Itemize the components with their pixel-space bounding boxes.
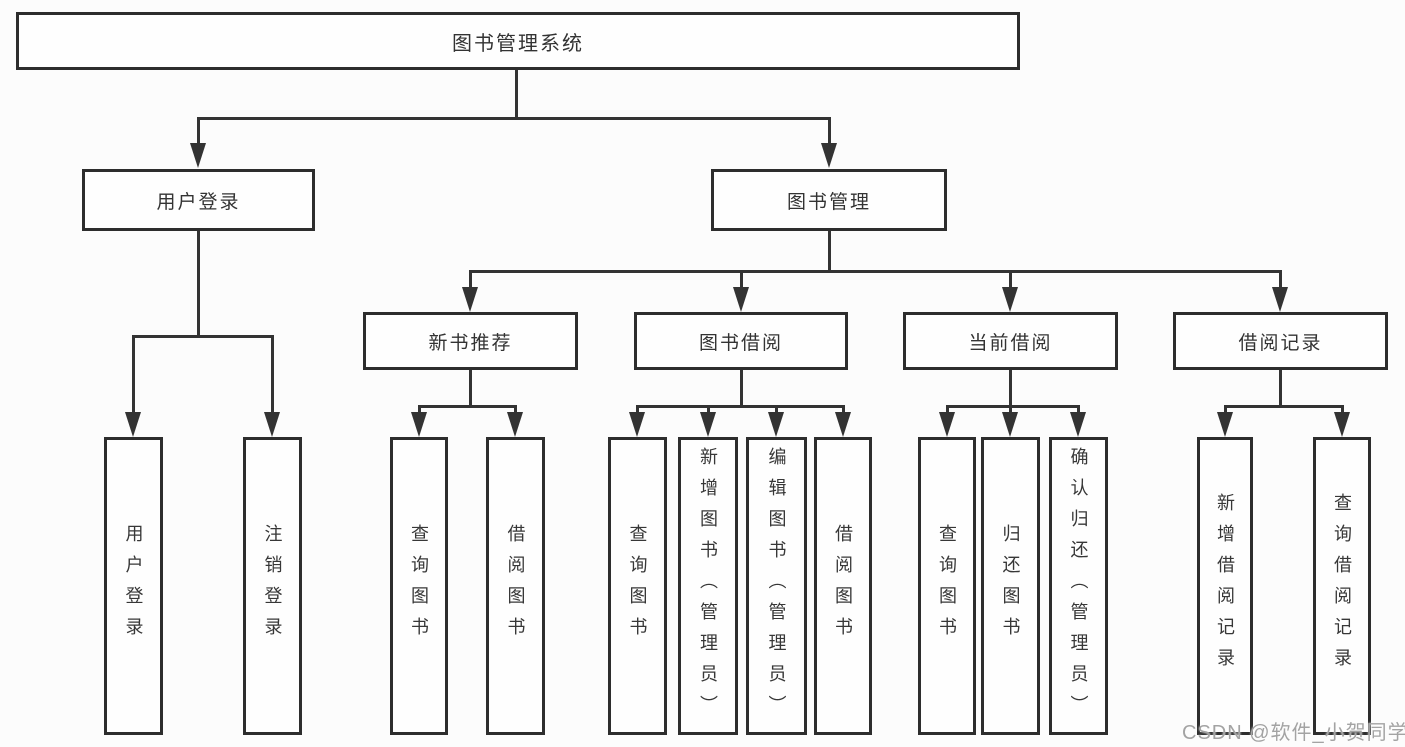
connector-drop [418, 405, 421, 417]
leaf-label: 借阅图书 [505, 524, 526, 648]
leaf-logout: 注销登录 [243, 437, 302, 735]
leaf-edit-books-admin: 编辑图书（管理员） [746, 437, 807, 735]
arrow-down-icon [821, 143, 837, 168]
leaf-borrow-books: 借阅图书 [486, 437, 545, 735]
node-new-book-recommendation: 新书推荐 [363, 312, 578, 370]
leaf-query-books: 查询图书 [608, 437, 667, 735]
connector-drop [636, 405, 639, 417]
connector-drop [775, 405, 778, 417]
node-book-management: 图书管理 [711, 169, 947, 231]
node-label: 图书管理 [786, 191, 871, 213]
connector-drop [132, 335, 135, 415]
connector-drop [197, 117, 200, 147]
connector-drop [707, 405, 710, 417]
connector-stem [197, 231, 200, 337]
connector-drop [740, 270, 743, 292]
arrow-down-icon [1002, 287, 1018, 312]
connector-drop [469, 270, 472, 292]
connector-stem [828, 231, 831, 273]
leaf-label: 新增图书（管理员） [698, 446, 718, 726]
leaf-label: 注销登录 [262, 524, 283, 648]
leaf-label: 查询借阅记录 [1332, 493, 1352, 679]
connector-drop [946, 405, 949, 417]
arrow-down-icon [462, 287, 478, 312]
node-label: 图书管理系统 [452, 32, 584, 55]
node-borrowing-records: 借阅记录 [1173, 312, 1388, 370]
leaf-label: 归还图书 [1000, 524, 1021, 648]
connector-drop [514, 405, 517, 417]
connector-drop [1009, 405, 1012, 417]
node-current-borrowing: 当前借阅 [903, 312, 1118, 370]
arrow-down-icon [190, 143, 206, 168]
leaf-label: 查询图书 [409, 524, 429, 648]
connector-drop [1224, 405, 1227, 417]
arrow-down-icon [1334, 412, 1350, 437]
node-label: 图书借阅 [698, 332, 783, 354]
connector-root-branch [197, 117, 830, 120]
connector-drop [1279, 270, 1282, 292]
connector-branch [946, 405, 1080, 408]
node-label: 当前借阅 [968, 332, 1053, 354]
connector-branch [1224, 405, 1344, 408]
connector-drop [842, 405, 845, 417]
arrow-down-icon [629, 412, 645, 437]
leaf-label: 查询图书 [627, 524, 648, 648]
arrow-down-icon [700, 412, 716, 437]
leaf-confirm-return-admin: 确认归还（管理员） [1049, 437, 1108, 735]
node-user-login: 用户登录 [82, 169, 315, 231]
connector-drop [1009, 270, 1012, 292]
arrow-down-icon [1070, 412, 1086, 437]
leaf-label: 查询图书 [937, 524, 957, 648]
connector-stem [740, 370, 743, 408]
leaf-label: 新增借阅记录 [1215, 493, 1235, 679]
connector-drop [1077, 405, 1080, 417]
arrow-down-icon [125, 412, 141, 437]
node-library-management-system: 图书管理系统 [16, 12, 1020, 70]
arrow-down-icon [733, 287, 749, 312]
leaf-user-login: 用户登录 [104, 437, 163, 735]
leaf-return-books: 归还图书 [981, 437, 1040, 735]
connector-root-stem [515, 70, 518, 120]
leaf-query-borrow-record: 查询借阅记录 [1313, 437, 1371, 735]
leaf-add-books-admin: 新增图书（管理员） [678, 437, 738, 735]
connector-branch [418, 405, 517, 408]
node-label: 用户登录 [156, 191, 241, 213]
leaf-query-books: 查询图书 [390, 437, 448, 735]
connector-branch [469, 270, 1282, 273]
leaf-add-borrow-record: 新增借阅记录 [1197, 437, 1253, 735]
arrow-down-icon [768, 412, 784, 437]
leaf-label: 用户登录 [123, 524, 144, 648]
connector-stem [469, 370, 472, 408]
connector-stem [1279, 370, 1282, 408]
leaf-label: 借阅图书 [833, 524, 853, 648]
node-label: 新书推荐 [428, 332, 513, 354]
connector-drop [828, 117, 831, 147]
leaf-label: 编辑图书（管理员） [766, 446, 787, 726]
arrow-down-icon [1272, 287, 1288, 312]
arrow-down-icon [1002, 412, 1018, 437]
connector-drop [271, 335, 274, 415]
node-book-borrowing: 图书借阅 [634, 312, 848, 370]
connector-drop [1341, 405, 1344, 417]
arrow-down-icon [1217, 412, 1233, 437]
connector-branch [636, 405, 845, 408]
arrow-down-icon [939, 412, 955, 437]
node-label: 借阅记录 [1238, 332, 1323, 354]
arrow-down-icon [835, 412, 851, 437]
leaf-borrow-books: 借阅图书 [814, 437, 872, 735]
leaf-label: 确认归还（管理员） [1068, 446, 1089, 726]
connector-stem [1009, 370, 1012, 408]
csdn-watermark: CSDN @软件_小贺同学 [1182, 722, 1405, 744]
arrow-down-icon [507, 412, 523, 437]
leaf-query-books: 查询图书 [918, 437, 976, 735]
arrow-down-icon [411, 412, 427, 437]
arrow-down-icon [264, 412, 280, 437]
connector-branch [132, 335, 274, 338]
